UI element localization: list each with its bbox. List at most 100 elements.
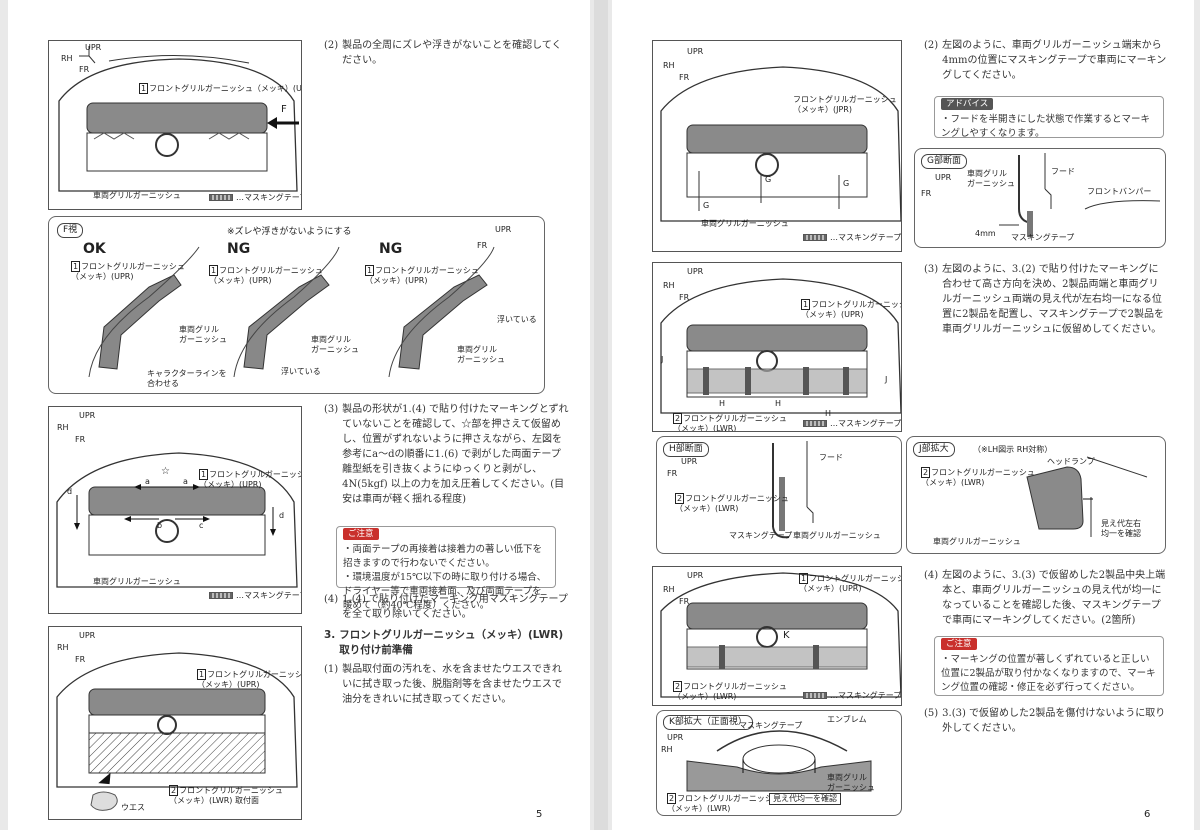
f-axis-fr: FR — [477, 241, 488, 250]
caution-box-2: ご注意 マーキングの位置が著しくずれていると正しい位置に2製品が取り付かなくなり… — [934, 636, 1164, 696]
r3-axis-rh: RH — [663, 585, 675, 594]
caution1-item-1: 両面テープの再接着は接着力の著しい低下を招きますので行わないでください。 — [343, 543, 549, 571]
r1-axis-upr: UPR — [687, 47, 704, 56]
ng-label-1: NG — [227, 241, 251, 257]
h-marker-3: H — [825, 409, 832, 418]
press-label-d1: d — [67, 487, 73, 496]
press-label-b: b — [157, 521, 163, 530]
r1-vehicle-grille: 車両グリルガーニッシュ — [701, 219, 789, 228]
caution-badge-1: ご注意 — [343, 528, 379, 540]
car-lwr-surface-illustration — [56, 652, 298, 811]
k-detail-drawing — [686, 730, 872, 792]
r3-axis-fr: FR — [679, 597, 690, 606]
axis-fr-label: FR — [79, 65, 90, 74]
k-grille-label: 車両グリルガーニッシュ — [827, 773, 875, 792]
g-axis-fr: FR — [921, 189, 932, 198]
vehicle-grille-label: 車両グリルガーニッシュ — [93, 191, 181, 200]
right-step-4: (4)左図のように、3.(3) で仮留めした2製品中央上端本と、車両グリルガーニ… — [924, 570, 1166, 626]
j-marker-1: J — [661, 355, 664, 364]
axis-rh-label: RH — [61, 54, 73, 63]
j-detail-drawing — [1026, 456, 1148, 537]
advice-box: アドバイス フードを半開きにした状態で作業するとマーキングしやすくなります。 — [934, 96, 1164, 141]
floating-label-1: 浮いている — [281, 367, 321, 376]
k-axis-rh: RH — [661, 745, 673, 754]
advice-item-1: フードを半開きにした状態で作業するとマーキングしやすくなります。 — [941, 113, 1157, 141]
masking-tape-legend: …マスキングテープ — [209, 193, 301, 203]
r1-masking-legend: …マスキングテープ — [803, 233, 901, 243]
left-step-4: (4)1.(4) で貼り付けたマーキング用マスキングテープを全て取り除いてくださ… — [324, 594, 568, 620]
figure-k-detail: K部拡大（正面視） マスキングテープ エンブレム UPR RH 車両グリルガーニ… — [656, 710, 902, 816]
ok-label: OK — [83, 241, 106, 257]
press-label-a2: a — [183, 477, 188, 486]
caution2-item-1: マーキングの位置が著しくずれていると正しい位置に2製品が取り付かなくなりますので… — [941, 653, 1157, 695]
caution-badge-2: ご注意 — [941, 638, 977, 650]
h-section-drawing — [772, 441, 814, 539]
figure-marking-4mm: UPR RH FR フロントグリルガーニッシュ（メッキ）(JPR) G G G … — [652, 40, 902, 252]
page-number-left: 5 — [536, 809, 543, 820]
press-label-c: c — [199, 521, 204, 530]
fig3-axis-fr: FR — [75, 655, 86, 664]
car-front-illustration — [58, 46, 299, 192]
j-grille-label: 車両グリルガーニッシュ — [933, 537, 1021, 546]
h-grille-label: 車両グリルガーニッシュ — [793, 531, 881, 540]
r1-axis-fr: FR — [679, 73, 690, 82]
j-marker-2: J — [885, 375, 888, 384]
j-even-label: 見え代左右均一を確認 — [1101, 519, 1141, 538]
g-marker-2: G — [765, 175, 772, 184]
h-section-title: H部断面 — [663, 442, 709, 457]
right-step-5: (5)3.(3) で仮留めした2製品を傷付けないように取り外してください。 — [924, 708, 1166, 734]
press-label-a1: a — [145, 477, 150, 486]
k-axis-upr: UPR — [667, 733, 684, 742]
r3-masking-legend: …マスキングテープ — [803, 691, 901, 701]
j-detail-title: J部拡大 — [913, 442, 955, 457]
press-point-star: ☆ — [161, 466, 170, 477]
h-tape-label: マスキングテープ — [729, 531, 793, 540]
g-hood-label: フード — [1051, 167, 1075, 176]
f-car-grille-label: 車両グリルガーニッシュ — [179, 325, 227, 344]
page-gutter — [594, 0, 608, 830]
g-4mm-label: 4mm — [975, 229, 996, 238]
g-section-drawing — [999, 153, 1161, 237]
f-axis-upr: UPR — [495, 225, 512, 234]
h-hood-label: フード — [819, 453, 843, 462]
r1-axis-rh: RH — [663, 61, 675, 70]
g-marker-3: G — [843, 179, 850, 188]
g-marker-1: G — [703, 201, 710, 210]
fig3-axis-upr: UPR — [79, 631, 96, 640]
h-axis-upr: UPR — [681, 457, 698, 466]
floating-label-2: 浮いている — [497, 315, 537, 324]
g-tape-label: マスキングテープ — [1011, 233, 1075, 242]
right-step-2: (2)左図のように、車両グリルガーニッシュ端末から4mmの位置にマスキングテープ… — [924, 40, 1167, 81]
car-front-press-illustration — [56, 452, 298, 588]
h-marker-1: H — [719, 399, 726, 408]
car-lwr-placement-illustration — [660, 278, 901, 414]
k-emblem-label: エンブレム — [827, 715, 867, 724]
f-ng1-grille-label: 車両グリルガーニッシュ — [311, 335, 359, 354]
axis-upr-label: UPR — [85, 43, 102, 52]
j-headlamp-label: ヘッドランプ — [1047, 457, 1095, 466]
r3-axis-upr: UPR — [687, 571, 704, 580]
k-detail-title: K部拡大（正面視） — [663, 715, 753, 730]
f-view-strips — [88, 246, 495, 378]
view-arrow-f-label: F — [281, 104, 287, 115]
figure-g-section: G部断面 フード フロントバンパー 車両グリルガーニッシュ UPR FR 4mm… — [914, 148, 1166, 248]
fig2-masking-legend: …マスキングテープ — [209, 591, 301, 601]
f-view-title: F視 — [57, 223, 84, 238]
